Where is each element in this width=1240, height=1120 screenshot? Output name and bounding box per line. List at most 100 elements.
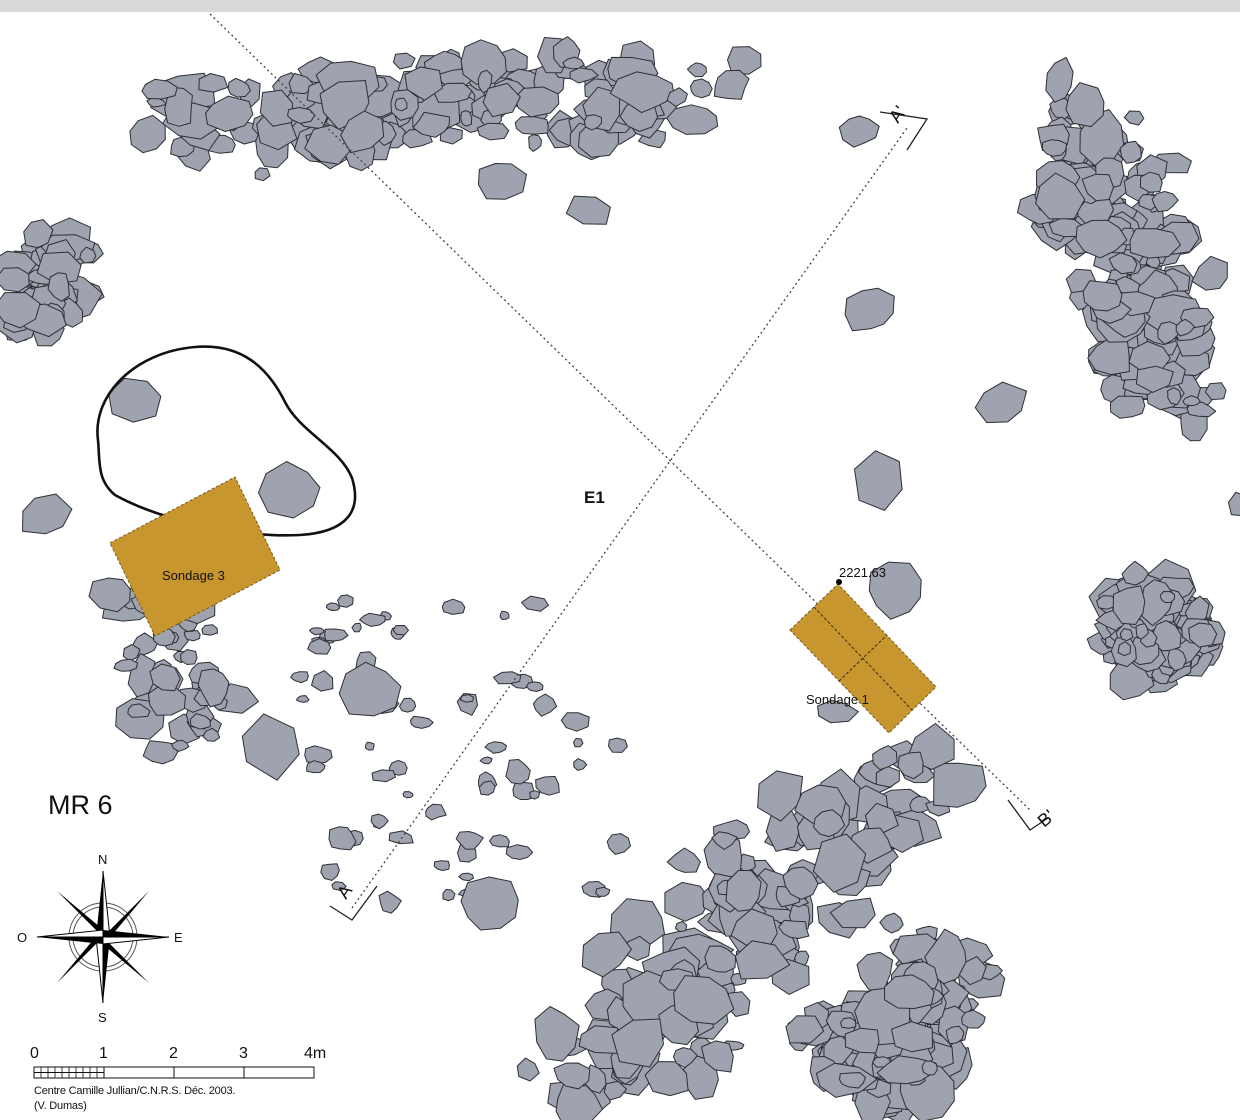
elevation-point: 2221.63 [836,565,886,585]
scale-label-3: 3 [239,1045,248,1062]
sondage-3-label: Sondage 3 [162,568,225,583]
scale-label-4m: 4m [304,1045,326,1062]
stone [197,668,230,708]
stone [897,751,924,780]
stone [1186,401,1217,418]
stone [0,292,41,329]
stone [974,381,1028,424]
stone [1045,57,1074,103]
stone [287,107,316,124]
stone [727,46,762,75]
stone [351,622,362,633]
stone [525,681,544,692]
stone [337,594,354,608]
sondage-1-label: Sondage 1 [806,692,869,707]
stone [331,881,347,892]
stone [505,844,534,860]
stone [1123,110,1145,126]
stone [79,246,97,264]
stone [1119,140,1142,164]
section-label-a-prime: A' [885,102,910,126]
stone [258,461,321,519]
stone [534,1006,580,1062]
stone [713,69,750,100]
stone [402,791,414,799]
stone [1129,228,1181,259]
sondage-1-grid-line [838,634,888,682]
stone [1081,173,1114,202]
scale-bar: 0 1 2 3 4m [30,1045,326,1079]
credit-note: Centre Camille Jullian/C.N.R.S. Déc. 200… [34,1084,235,1114]
stone [23,219,54,249]
stone [879,912,904,934]
stone [324,628,349,642]
stone [1159,591,1176,604]
stone [458,872,475,882]
stone [573,758,588,771]
compass-cardinal-points [36,870,170,1004]
stone [1175,318,1195,337]
stone [0,267,30,293]
stone [609,71,676,114]
stone [1075,219,1128,259]
stone [854,450,903,511]
top-band [0,0,1240,12]
stone [583,114,602,131]
stone [725,869,762,912]
stone [516,1057,540,1082]
section-b-prime-end-tick [1007,799,1049,831]
stone [1167,387,1182,406]
stone [304,745,333,765]
stone [365,741,375,751]
stone [425,803,447,821]
stone [528,134,542,152]
stone [1117,641,1131,657]
stone [785,1015,825,1044]
stone [146,97,167,108]
section-label-b-prime: B' [1034,806,1059,831]
stone [782,866,819,900]
stone [958,956,987,986]
stone [340,110,385,154]
stone [378,890,402,914]
stone [198,73,229,93]
stone [392,625,409,636]
stone [36,251,82,284]
stone [514,116,549,135]
stone [412,111,450,138]
stone [555,1081,603,1120]
stone [565,195,611,225]
stone [171,739,190,752]
stone [569,67,599,84]
stone [868,561,922,620]
stone [489,834,510,848]
stone [644,1061,689,1097]
stone [47,272,70,302]
stone [856,951,894,991]
map-title: MR 6 [48,790,113,820]
stone [205,95,254,132]
stone [573,738,584,748]
section-a-end-tick [329,885,378,921]
stone [307,638,332,655]
stone [884,974,935,1009]
stone [410,715,434,729]
stone [189,713,211,730]
stone [1167,648,1187,672]
stone [675,920,688,933]
stone [492,671,522,685]
stone [1182,395,1201,407]
stone [673,975,735,1025]
area-label-e1: E1 [584,488,605,507]
stone [404,66,443,101]
stone [227,77,251,98]
scale-label-1: 1 [99,1045,108,1062]
stone [1135,623,1149,640]
stone [812,833,867,893]
stone [872,745,898,771]
sondage-3-area [109,476,281,637]
credit-line-2: (V. Dumas) [34,1100,87,1112]
section-a-prime-end-tick [879,111,929,151]
